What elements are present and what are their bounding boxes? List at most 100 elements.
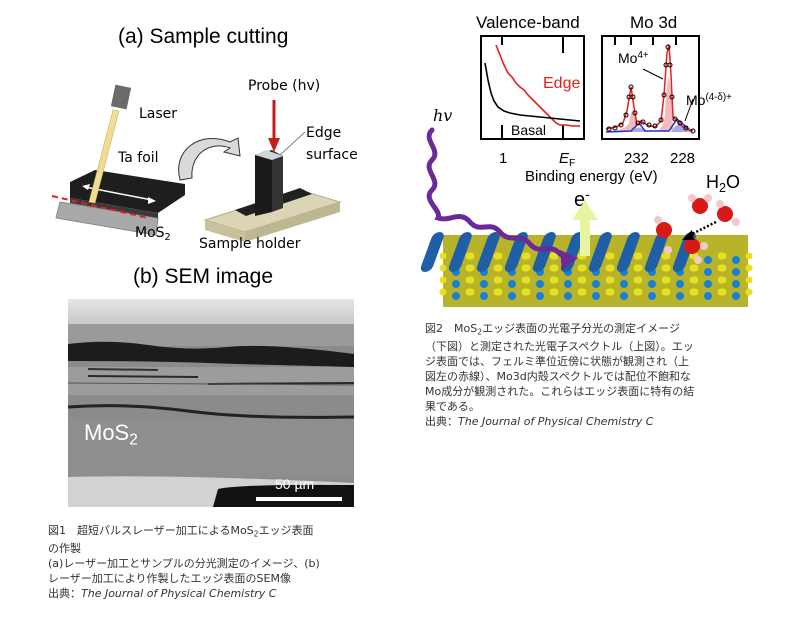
mo-atom xyxy=(704,292,712,300)
mo-atom xyxy=(536,292,544,300)
mo4d-peak-fill-1 xyxy=(631,127,645,132)
caption1-line3: (a)レーザー加工とサンプルの分光測定のイメージ、(b) xyxy=(48,557,320,571)
s-atom xyxy=(467,264,475,272)
mo4d-label: Mo(4-δ)+ xyxy=(686,92,732,108)
mo4-peak-fill-1 xyxy=(609,110,637,131)
s-atom xyxy=(551,276,559,284)
panel-a-title: (a) Sample cutting xyxy=(118,25,289,48)
s-atom xyxy=(745,276,753,284)
edge-spectrum-line xyxy=(495,44,580,127)
mo-column xyxy=(532,232,556,272)
s-atom xyxy=(439,252,447,260)
laser-label: Laser xyxy=(139,106,178,122)
mos2-crystal xyxy=(420,232,753,307)
s-atom xyxy=(745,252,753,260)
s-atom xyxy=(607,288,615,296)
tick-label-1: 1 xyxy=(499,150,508,167)
water-molecules xyxy=(654,194,740,264)
ta-foil-label: Ta foil xyxy=(118,150,159,166)
mo-atom xyxy=(620,280,628,288)
basal-spectrum-line xyxy=(484,62,581,122)
tick-label-ef: EF xyxy=(559,150,576,170)
electron-label: e- xyxy=(574,186,590,211)
mo3d-title: Mo 3d xyxy=(630,13,678,32)
adsorption-arrow xyxy=(687,220,717,238)
mo-atom xyxy=(732,280,740,288)
s-atom xyxy=(439,276,447,284)
caption2-line1: 図2 MoS2エッジ表面の光電子分光の測定イメージ xyxy=(425,322,680,337)
s-atom xyxy=(467,276,475,284)
panel-b-title: (b) SEM image xyxy=(133,265,274,288)
s-atom xyxy=(745,288,753,296)
mos2-label: MoS2 xyxy=(135,225,171,243)
photon-arrowhead xyxy=(560,250,578,270)
s-atom xyxy=(607,276,615,284)
caption1-line4: レーザー加工により作製したエッジ表面のSEM像 xyxy=(48,572,291,586)
s-atom xyxy=(523,288,531,296)
sample-cutting-illustration xyxy=(51,84,342,242)
s-atom xyxy=(663,252,671,260)
caption2-line5: Mo成分が観測された。これらはエッジ表面に特有の結 xyxy=(425,385,695,399)
s-atom xyxy=(691,276,699,284)
s-atom xyxy=(663,264,671,272)
mo-atom xyxy=(648,292,656,300)
mo-atom xyxy=(732,256,740,264)
mo-atom xyxy=(676,280,684,288)
s-atom xyxy=(663,276,671,284)
s-atom xyxy=(691,264,699,272)
valence-band-title: Valence-band xyxy=(476,13,580,32)
mo-atom xyxy=(704,280,712,288)
caption2-line3: ジ表面では、フェルミ準位近傍に状態が観測され（上 xyxy=(425,355,689,369)
s-atom xyxy=(635,252,643,260)
s-atom xyxy=(719,264,727,272)
sample-holder-label: Sample holder xyxy=(199,236,301,252)
mo3d-data-points xyxy=(606,44,696,134)
mo-atom xyxy=(592,280,600,288)
probe-label: Probe (hv) xyxy=(248,78,321,94)
sem-image xyxy=(68,299,354,507)
laser-beam xyxy=(88,109,120,204)
mo-atom xyxy=(648,280,656,288)
s-atom xyxy=(691,288,699,296)
s-atom xyxy=(551,264,559,272)
mo3d-plot-frame xyxy=(601,35,700,140)
valence-plot-frame xyxy=(480,35,585,140)
s-atom xyxy=(635,276,643,284)
caption1-line1: 図1 超短パルスレーザー加工によるMoS2エッジ表面 xyxy=(48,524,314,539)
mo-column xyxy=(420,232,444,272)
figure2-caption: 図2 MoS2エッジ表面の光電子分光の測定イメージ （下図）と測定された光電子ス… xyxy=(425,321,755,429)
mo4-label: Mo4+ xyxy=(618,50,649,66)
cut-line xyxy=(51,195,149,219)
sem-mos2-label: MoS2 xyxy=(84,420,138,449)
basal-label: Basal xyxy=(511,122,547,138)
s-atom xyxy=(719,288,727,296)
s-atom xyxy=(607,252,615,260)
mo4-peak-fill-2 xyxy=(656,78,673,131)
s-atom xyxy=(607,264,615,272)
s-atom xyxy=(579,264,587,272)
s-atom xyxy=(495,276,503,284)
s-atom xyxy=(551,252,559,260)
caption2-line4: 図左の赤線）、Mo3d内殻スペクトルでは配位不飽和な xyxy=(425,370,691,384)
s-atom xyxy=(551,288,559,296)
sem-dark-band xyxy=(68,341,354,367)
laser-head xyxy=(110,84,132,110)
scale-bar xyxy=(256,497,342,501)
s-atom xyxy=(439,264,447,272)
mo-atom xyxy=(732,268,740,276)
mo-atom xyxy=(508,280,516,288)
mo-atom xyxy=(704,256,712,264)
s-atom xyxy=(467,252,475,260)
tick-label-232: 232 xyxy=(624,150,650,167)
mo-atom xyxy=(564,292,572,300)
caption2-source: 出典：The Journal of Physical Chemistry C xyxy=(425,415,654,429)
mo3d-plot xyxy=(601,35,700,140)
transfer-arrow xyxy=(178,137,241,181)
mo-atom xyxy=(564,280,572,288)
s-atom xyxy=(635,264,643,272)
mo-column xyxy=(448,232,472,272)
binding-energy-xlabel: Binding energy (eV) xyxy=(525,168,658,185)
s-atom xyxy=(719,276,727,284)
s-atom xyxy=(635,288,643,296)
s-atom xyxy=(663,288,671,296)
